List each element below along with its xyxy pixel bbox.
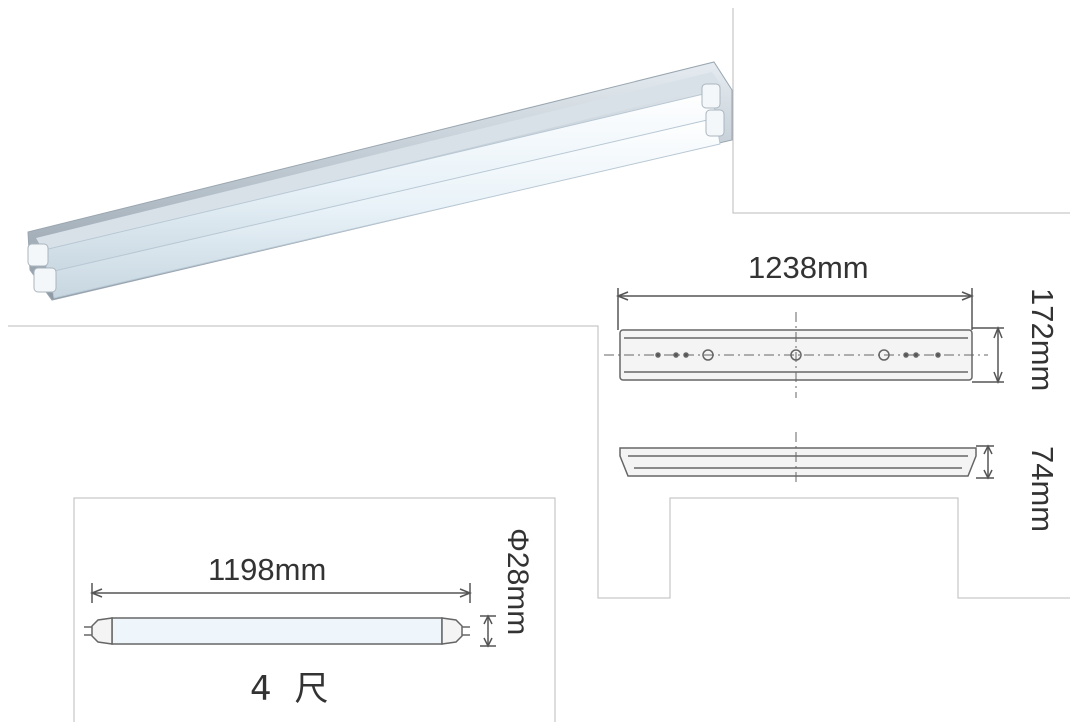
photo-panel-frame	[8, 325, 1070, 599]
fixture-width-label: 172mm	[1025, 288, 1060, 392]
fluorescent-tube-drawing	[84, 617, 470, 645]
fixture-length-dimension-line	[615, 288, 975, 330]
tube-size-label: 4 尺	[250, 669, 335, 709]
fixture-height-label: 74mm	[1025, 446, 1060, 533]
fixture-height-dimension-line	[976, 444, 994, 480]
tube-panel-frame	[73, 497, 556, 722]
tube-length-dimension-line	[89, 583, 473, 603]
tube-diameter-label: Φ28mm	[501, 528, 534, 636]
fixture-top-view	[604, 312, 988, 398]
top-right-panel-frame	[732, 8, 1070, 214]
tube-length-label: 1198mm	[208, 552, 327, 587]
fixture-length-label: 1238mm	[748, 250, 869, 285]
tube-diameter-dimension-line	[480, 614, 496, 648]
fixture-width-dimension-line	[972, 325, 1004, 385]
fixture-side-view	[619, 432, 977, 486]
tube-end-caps	[27, 83, 725, 293]
